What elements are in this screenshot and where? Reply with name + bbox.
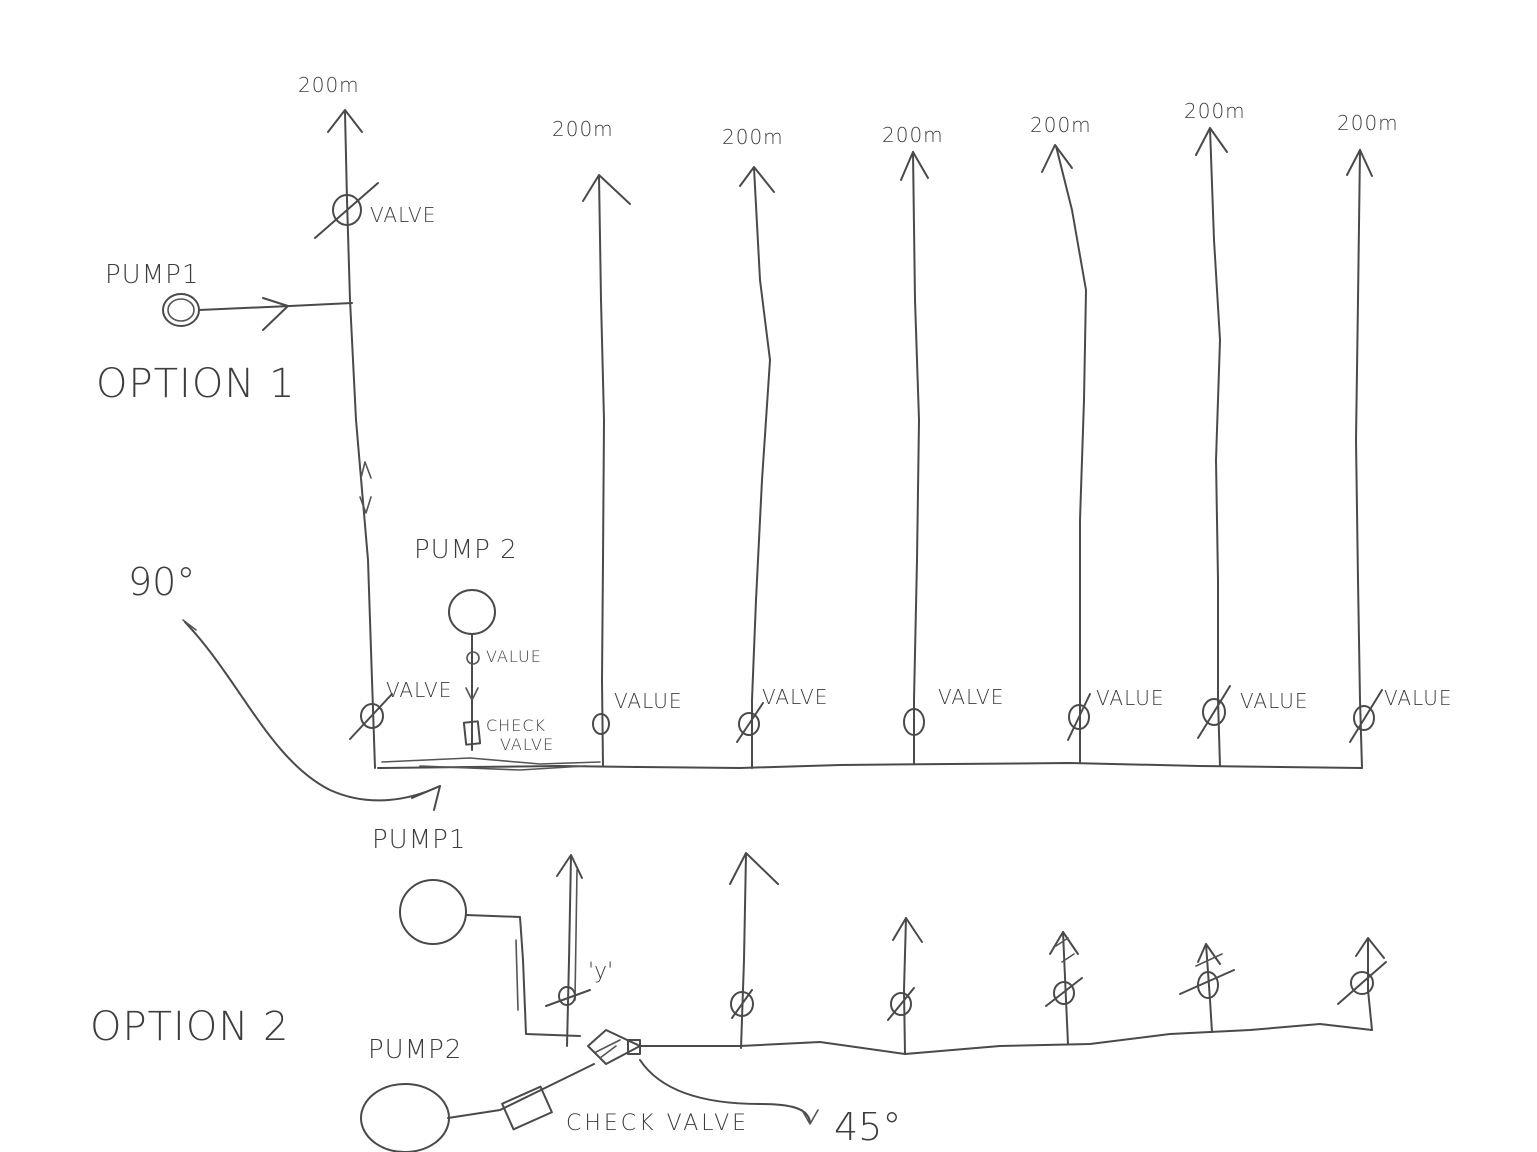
option2-branch1 xyxy=(545,854,591,1047)
option1-check-valve-icon xyxy=(462,720,482,746)
option1-angle-arrowhead xyxy=(411,785,441,811)
option1-riser-arrow-down xyxy=(359,496,372,514)
option2-header-pipe xyxy=(639,1023,1373,1055)
option1-branch1-valve-label: VALVE xyxy=(386,678,452,702)
option2-branch5 xyxy=(1179,943,1235,1033)
option1-branch7-distance: 200m xyxy=(1337,111,1399,135)
option1-branch5-distance: 200m xyxy=(1030,113,1092,137)
option1-branch3 xyxy=(736,166,775,769)
option-1-diagram: VALVE PUMP1 OPTION 1 VALVE 90° PUMP 2 VA… xyxy=(96,73,1453,811)
option1-branch4-distance: 200m xyxy=(882,123,944,147)
option2-y-label: 'y' xyxy=(588,959,613,984)
option2-branch6 xyxy=(1337,937,1387,1031)
option1-title: OPTION 1 xyxy=(96,361,295,407)
option1-pump1-feed-arrow xyxy=(262,297,289,331)
option1-branch1-valve-icon xyxy=(349,693,393,740)
option1-branch2 xyxy=(582,174,631,767)
option1-pump2-icon xyxy=(448,589,496,635)
option2-angle-arrowhead xyxy=(801,1109,819,1125)
option2-y-fitting-icon xyxy=(587,1029,641,1065)
option1-branch6 xyxy=(1195,127,1231,767)
option1-pump1-icon xyxy=(162,293,200,327)
option2-check-valve-icon xyxy=(501,1085,553,1131)
option1-check-valve-label-line1: CHECK xyxy=(486,716,546,735)
option2-angle-label: 45° xyxy=(834,1105,901,1149)
option1-branch2-distance: 200m xyxy=(552,117,614,141)
option1-pump2-label: PUMP 2 xyxy=(414,535,518,565)
option1-branch3-distance: 200m xyxy=(722,125,784,149)
option2-angle-curve xyxy=(639,1059,811,1123)
option1-branch7-valve-label: VALUE xyxy=(1384,686,1453,710)
option1-angle-label: 90° xyxy=(128,560,195,604)
option2-pump1-pipe-inner xyxy=(515,939,519,1011)
option2-branch3 xyxy=(887,917,923,1055)
option1-top-valve-icon xyxy=(314,182,379,239)
option1-branch6-distance: 200m xyxy=(1184,99,1246,123)
option1-branch2-valve-label: VALUE xyxy=(614,689,683,713)
option1-main-riser-arrow xyxy=(327,109,363,133)
option1-pump1-label: PUMP1 xyxy=(105,260,199,290)
option1-branch4-valve-label: VALVE xyxy=(938,685,1004,709)
option1-pump1-feed-pipe xyxy=(198,302,353,311)
option1-pump2-flow-arrow xyxy=(465,687,479,701)
option1-riser-arrow-up xyxy=(360,461,372,479)
option2-pump1-label: PUMP1 xyxy=(372,825,466,855)
option2-pump1-pipe xyxy=(465,914,581,1037)
option1-branch1-distance: 200m xyxy=(298,73,360,97)
option1-branch7 xyxy=(1346,149,1383,769)
option2-branch4 xyxy=(1045,931,1083,1045)
option1-angle-tick xyxy=(182,619,197,631)
option1-main-riser xyxy=(344,111,376,769)
option1-header-pipe xyxy=(377,762,1363,769)
option2-pump2-pipe xyxy=(447,1063,595,1119)
option2-check-valve-label: CHECK VALVE xyxy=(566,1111,749,1136)
option2-title: OPTION 2 xyxy=(90,1004,289,1050)
option1-branch4 xyxy=(900,151,929,765)
option2-pump2-label: PUMP2 xyxy=(368,1035,462,1065)
option2-pump1-icon xyxy=(399,879,467,945)
option1-branch3-valve-label: VALVE xyxy=(762,685,828,709)
option1-angle-curve xyxy=(184,621,441,802)
option1-branch5 xyxy=(1041,144,1091,764)
option1-top-valve-label: VALVE xyxy=(370,203,436,227)
option1-pump2-valve-icon xyxy=(466,651,480,665)
option1-branch6-valve-label: VALUE xyxy=(1240,689,1309,713)
option1-branch5-valve-label: VALUE xyxy=(1096,686,1165,710)
option2-pump2-icon xyxy=(360,1083,450,1152)
option-2-diagram: OPTION 2 PUMP1 PUMP2 'y' CHECK VALVE 45° xyxy=(90,825,1387,1152)
option1-junction-overlap xyxy=(381,757,601,771)
option2-branch2 xyxy=(729,852,779,1049)
option1-pump2-valve-label: VALUE xyxy=(486,647,542,666)
option1-check-valve-label-line2: VALVE xyxy=(500,735,554,754)
